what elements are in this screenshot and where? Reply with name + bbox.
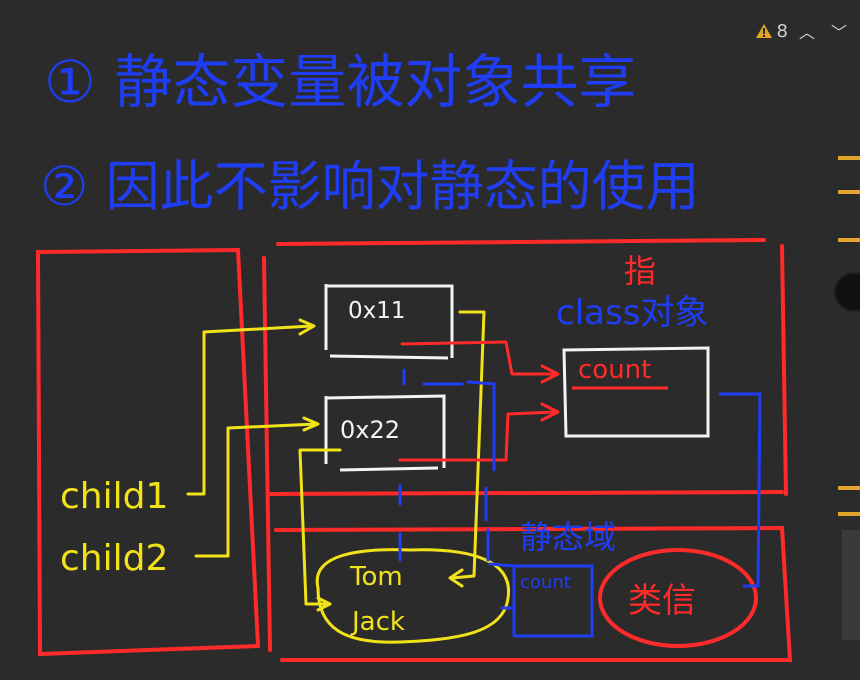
note-line-1: ① 静态变量被对象共享 (44, 48, 636, 116)
editor-marker[interactable] (838, 486, 860, 490)
editor-toolbar: 8 ︿ ﹀ (755, 14, 852, 48)
static-area-label: 静态域 (520, 518, 616, 556)
next-warning-button[interactable]: ﹀ (826, 18, 852, 44)
name-reference-arrows (298, 310, 486, 612)
static-count-label: count (520, 572, 571, 593)
chevron-down-icon: ﹀ (830, 23, 847, 42)
editor-marker[interactable] (838, 190, 860, 194)
previous-warning-button[interactable]: ︿ (794, 18, 820, 44)
child1-label: child1 (60, 476, 168, 517)
child-reference-arrows (186, 318, 320, 558)
stack-frame (35, 247, 261, 657)
class-info-circle (598, 548, 758, 648)
class-pointer-label: 指 (624, 252, 656, 290)
name-tom: Tom (349, 562, 403, 592)
name-jack: Jack (350, 607, 405, 637)
count-label: count (578, 355, 651, 385)
editor-marker[interactable] (838, 512, 860, 516)
heap-frame (262, 238, 793, 662)
object-label-0x22: 0x22 (340, 416, 400, 444)
warning-count: 8 (776, 20, 788, 42)
editor-marker[interactable] (838, 238, 860, 242)
chevron-up-icon: ︿ (798, 23, 815, 42)
class-info-label: 类信 (628, 581, 696, 621)
class-reference-arrows (398, 340, 560, 462)
object-box-0x22 (324, 394, 446, 472)
class-object-label: class对象 (556, 293, 708, 333)
note-line-2: ② 因此不影响对静态的使用 (40, 155, 700, 218)
child2-label: child2 (60, 538, 168, 579)
floating-action-button[interactable] (834, 272, 860, 312)
editor-marker[interactable] (838, 156, 860, 160)
name-values-ellipse (315, 548, 511, 644)
warning-triangle-icon (755, 24, 772, 38)
scrollbar-track[interactable] (842, 530, 860, 640)
object-label-0x11: 0x11 (348, 298, 406, 324)
warning-indicator[interactable]: 8 (755, 21, 788, 42)
object-box-0x11 (324, 284, 454, 360)
count-box (562, 346, 710, 438)
static-count-box (512, 564, 594, 638)
static-link-lines (398, 368, 762, 610)
